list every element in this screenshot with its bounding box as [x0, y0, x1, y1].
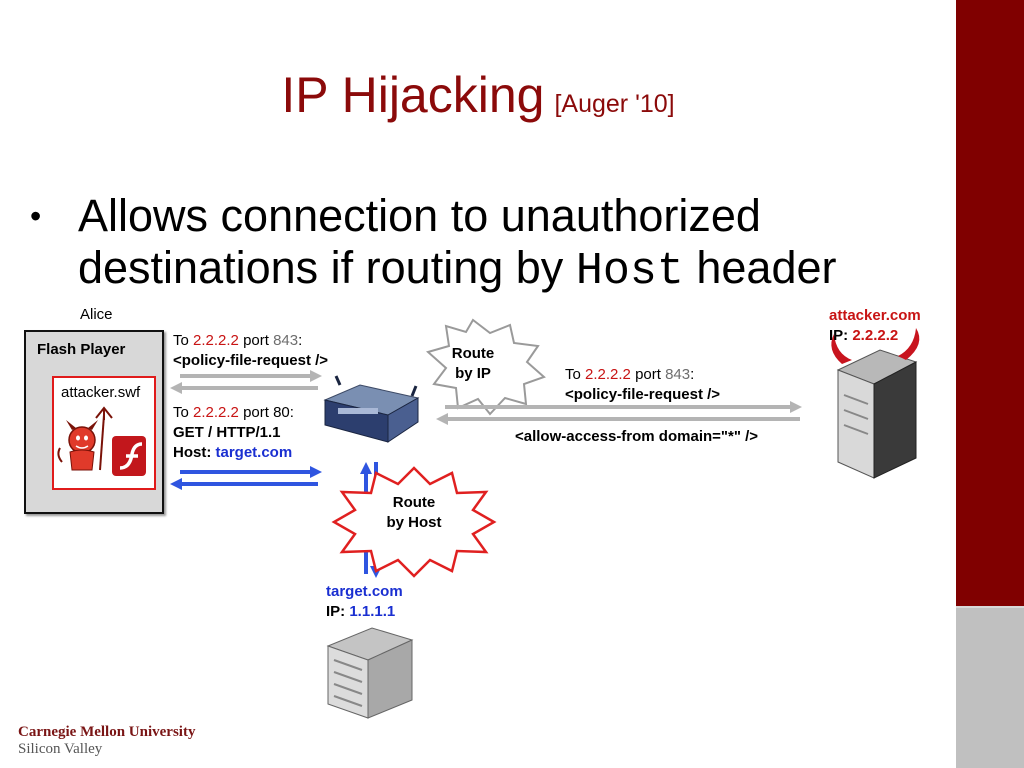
right-msg-to: To [565, 366, 581, 383]
target-name: target.com [326, 583, 403, 600]
route-by-ip-line1: Route [451, 345, 495, 362]
route-by-ip-line2: by IP [455, 365, 491, 382]
target-ip-line: IP: 1.1.1.1 [326, 602, 403, 622]
left-msg1-port: 843 [273, 332, 299, 349]
target-server-icon [326, 627, 414, 719]
cmu-logo: Carnegie Mellon University Silicon Valle… [18, 724, 195, 758]
devil-icon [57, 406, 113, 471]
attacker-name: attacker.com [829, 307, 921, 324]
diagram-graphics [57, 318, 920, 719]
route-by-ip-label: Route by IP [443, 344, 503, 384]
right-msg-colon: : [690, 366, 695, 383]
right-msg-port: 843 [665, 366, 691, 383]
flash-player-label: Flash Player [37, 341, 126, 358]
target-ip-label: IP: [326, 603, 346, 620]
left-msg1-ip: 2.2.2.2 [193, 332, 239, 349]
attacker-swf-label: attacker.swf [61, 384, 141, 401]
sidebar-divider [956, 606, 1024, 608]
right-msg-ip: 2.2.2.2 [585, 366, 631, 383]
attacker-ip: 2.2.2.2 [852, 327, 899, 344]
route-by-host-line2: by Host [386, 514, 442, 531]
allow-access-response: <allow-access-from domain="*" /> [515, 428, 759, 445]
right-msg-port-word: port [635, 366, 661, 383]
left-msg2-host-label: Host: [173, 444, 212, 461]
alice-label: Alice [80, 306, 113, 323]
attacker-server-icon [831, 328, 920, 479]
target-ip: 1.1.1.1 [349, 603, 396, 620]
left-blue-arrows [170, 466, 322, 490]
bullet-text-prefix: Allows connection to unauthorized destin… [78, 190, 761, 293]
route-by-ip-starburst [425, 318, 546, 416]
attacker-info: attacker.com IP: 2.2.2.2 [829, 306, 921, 346]
bullet-text: Allows connection to unauthorized destin… [78, 190, 928, 298]
route-by-host-line1: Route [392, 494, 436, 511]
left-message-http: To 2.2.2.2 port 80: GET / HTTP/1.1 Host:… [173, 403, 294, 463]
flash-logo-icon [112, 436, 146, 476]
route-by-host-label: Route by Host [378, 493, 450, 533]
left-msg2-ip: 2.2.2.2 [193, 404, 239, 421]
route-by-host-starburst [331, 466, 497, 578]
cmu-logo-line1: Carnegie Mellon University [18, 724, 196, 740]
right-message-policy: To 2.2.2.2 port 843: <policy-file-reques… [565, 365, 720, 405]
target-info: target.com IP: 1.1.1.1 [326, 582, 403, 622]
attacker-ip-line: IP: 2.2.2.2 [829, 326, 921, 346]
sidebar-accent-top [956, 0, 1024, 606]
left-msg1-request: <policy-file-request /> [173, 352, 329, 369]
slide-citation: [Auger '10] [554, 90, 675, 118]
left-msg2-get: GET / HTTP/1.1 [173, 424, 281, 441]
attacker-ip-label: IP: [829, 327, 849, 344]
right-msg-request: <policy-file-request /> [565, 386, 721, 403]
cmu-logo-line2: Silicon Valley [18, 741, 103, 757]
left-msg2-to: To [173, 404, 189, 421]
sidebar-accent-bottom [956, 606, 1024, 768]
bullet-code-host: Host [575, 246, 684, 297]
slide-title: IP Hijacking [Auger '10] [0, 66, 956, 124]
left-msg1-colon: : [298, 332, 303, 349]
slide-title-text: IP Hijacking [281, 67, 545, 123]
left-msg1-to: To [173, 332, 189, 349]
bullet-dot-icon: • [30, 198, 42, 234]
bullet-text-suffix: header [696, 242, 837, 293]
left-msg1-port-word: port [243, 332, 269, 349]
left-gray-arrows [170, 370, 322, 394]
left-msg2-host-value: target.com [215, 444, 293, 461]
left-msg2-port: port 80: [243, 404, 294, 421]
right-gray-arrows [436, 401, 802, 425]
left-msg2-host-line: Host: target.com [173, 443, 294, 463]
router-icon [323, 375, 420, 443]
left-message-policy: To 2.2.2.2 port 843: <policy-file-reques… [173, 331, 328, 371]
